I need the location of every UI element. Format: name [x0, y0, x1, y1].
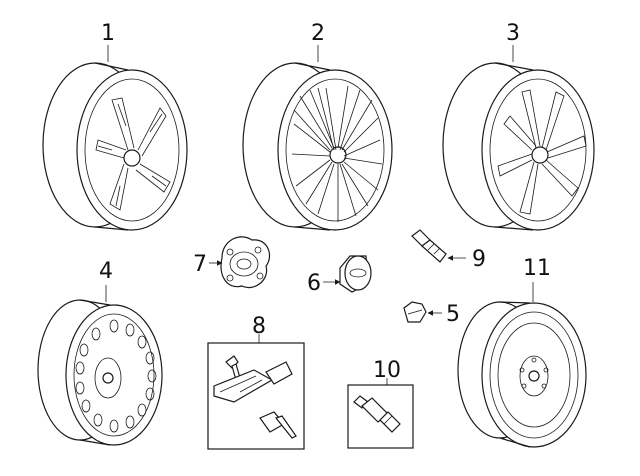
steel-wheel-4[interactable] — [37, 299, 163, 446]
lug-bolt-9[interactable] — [411, 229, 447, 263]
callout-3: 3 — [506, 21, 520, 46]
valve-stem-kit-10[interactable] — [347, 384, 414, 449]
callout-4: 4 — [99, 259, 113, 284]
alloy-wheel-1[interactable] — [42, 62, 188, 231]
callout-5: 5 — [446, 302, 460, 327]
lug-nut-5[interactable] — [403, 301, 427, 323]
callout-8: 8 — [252, 314, 266, 339]
tpms-sensor-kit-8[interactable] — [207, 342, 305, 450]
center-cap-7[interactable] — [220, 236, 271, 289]
spare-wheel-11[interactable] — [457, 301, 587, 448]
callout-6: 6 — [307, 271, 321, 296]
callout-2: 2 — [311, 21, 325, 46]
callout-10: 10 — [373, 358, 401, 383]
alloy-wheel-3[interactable] — [442, 62, 595, 231]
alloy-wheel-2[interactable] — [242, 62, 393, 231]
callout-7: 7 — [193, 252, 207, 277]
callout-11: 11 — [523, 256, 551, 281]
callout-1: 1 — [101, 21, 115, 46]
callout-9: 9 — [472, 247, 486, 272]
hub-cap-6[interactable] — [339, 255, 372, 293]
